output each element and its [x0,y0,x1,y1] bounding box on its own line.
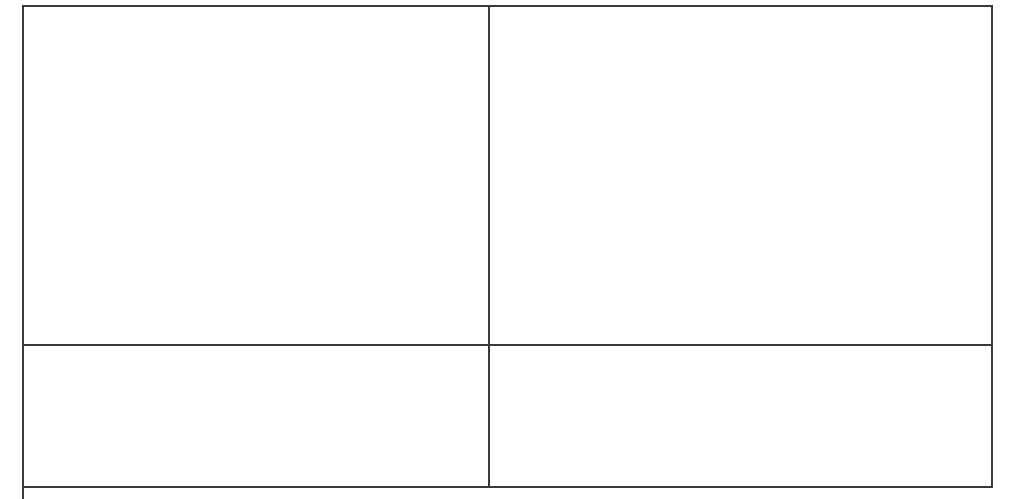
row-divider [22,344,993,346]
table-border [22,5,993,488]
next-row-tick [22,488,24,499]
column-divider [488,5,490,488]
